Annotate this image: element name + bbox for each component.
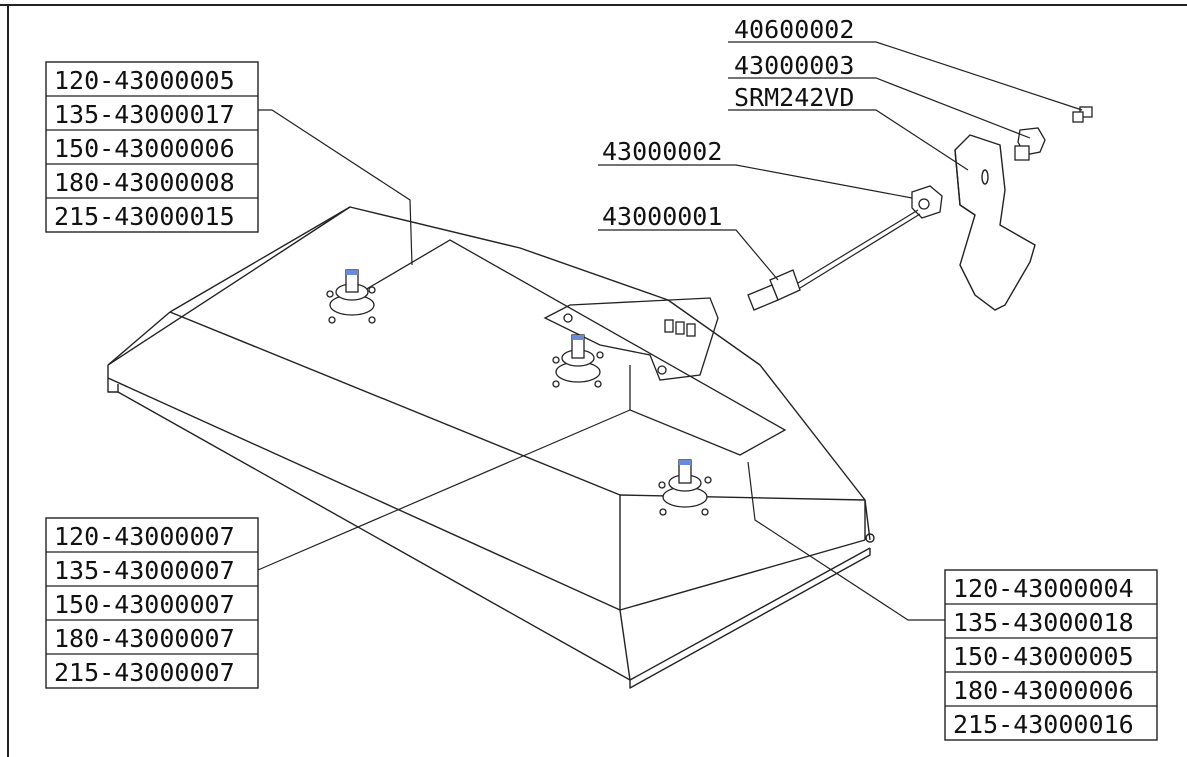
callout-bottom-left-row: 150-43000007 [54, 590, 235, 619]
fitting-43000001 [747, 269, 801, 311]
burner-2 [552, 334, 604, 388]
part-label-40600002: 40600002 [734, 15, 854, 44]
callout-bottom-left-row: 215-43000007 [54, 658, 235, 687]
part-label-srm242vd: SRM242VD [734, 83, 854, 112]
callout-bottom-left-row: 180-43000007 [54, 624, 235, 653]
callout-bottom-left-row: 135-43000007 [54, 556, 235, 585]
fitting-40600002 [1072, 106, 1093, 123]
callout-table-bottom-left: 120-43000007 135-43000007 150-43000007 1… [45, 517, 259, 689]
callout-top-left-row: 150-43000006 [54, 134, 235, 163]
callout-bottom-right-row: 150-43000005 [953, 642, 1134, 671]
callout-top-left-row: 180-43000008 [54, 168, 235, 197]
callout-top-left-row: 135-43000017 [54, 100, 235, 129]
callout-bottom-right-row: 135-43000018 [953, 608, 1134, 637]
callout-top-left-row: 120-43000005 [54, 66, 235, 95]
burner-3 [658, 459, 712, 516]
callout-table-top-left: 120-43000005 135-43000017 150-43000006 1… [45, 61, 259, 233]
wiring-plate [364, 239, 787, 456]
part-label-43000003: 43000003 [734, 51, 854, 80]
callout-top-left-row: 215-43000015 [54, 202, 235, 231]
callout-bottom-right-row: 180-43000006 [953, 676, 1134, 705]
burner-1 [326, 269, 376, 324]
callout-bottom-right-row: 215-43000016 [953, 710, 1134, 739]
callout-bottom-right-row: 120-43000004 [953, 574, 1134, 603]
callout-bottom-left-row: 120-43000007 [54, 522, 235, 551]
nut-43000002 [911, 185, 943, 219]
callout-table-bottom-right: 120-43000004 135-43000018 150-43000005 1… [944, 569, 1158, 741]
page-frame [0, 4, 1187, 757]
part-label-43000001: 43000001 [602, 202, 722, 231]
leader-lines [257, 41, 1083, 621]
mounting-bracket [954, 134, 1036, 311]
part-label-43000002: 43000002 [602, 137, 722, 166]
gas-tube [797, 209, 921, 289]
fitting-43000003 [1014, 127, 1046, 161]
